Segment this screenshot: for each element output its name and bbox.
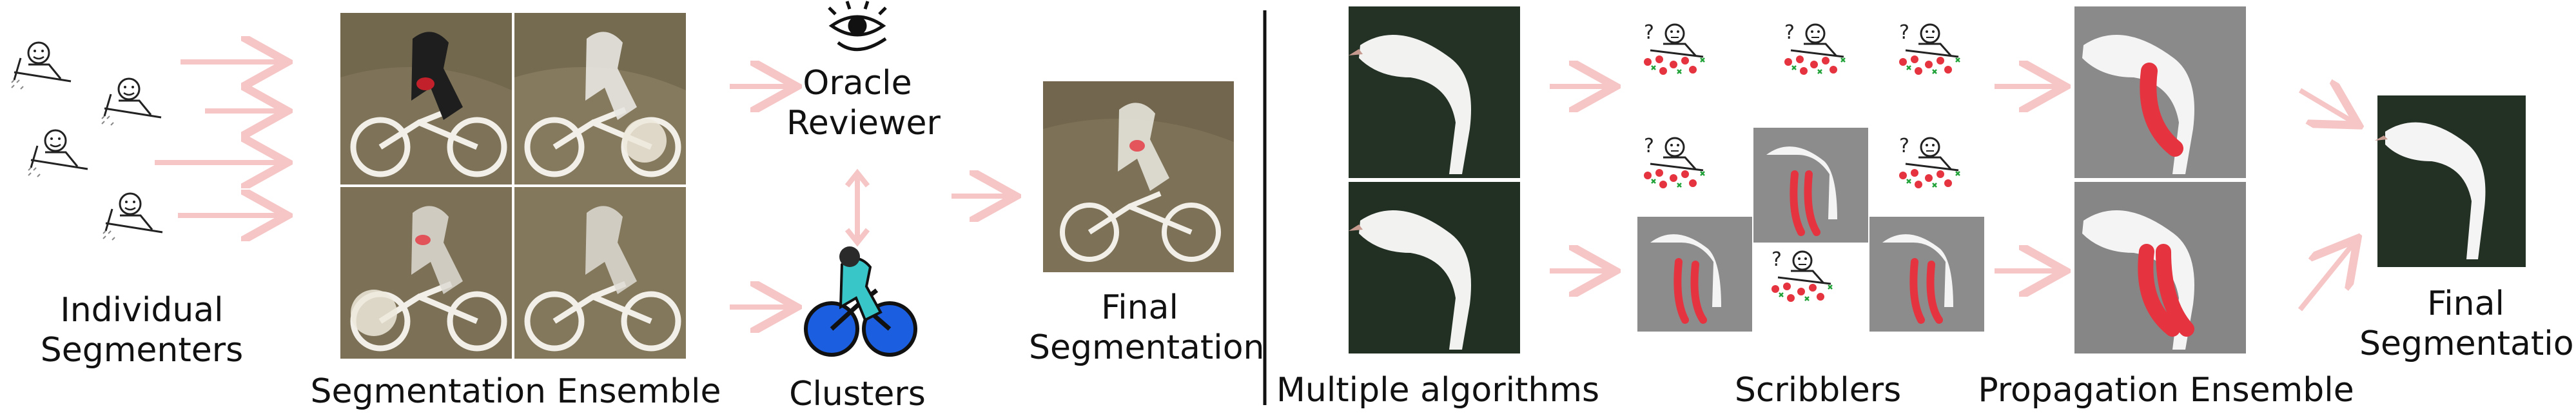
individual-segmenters-label: Individual Segmenters — [26, 290, 258, 370]
final-segmentation-right-label: Final Segmentation — [2359, 284, 2576, 364]
multiple-algorithms-images — [1349, 6, 1520, 353]
scribbler-icon — [1898, 134, 1961, 190]
segmentation-ensemble-images — [340, 13, 686, 359]
ensemble-arrows — [730, 86, 1011, 307]
final-left-line2: Segmentation — [1029, 328, 1265, 367]
final-right-line2: Segmentation — [2359, 324, 2576, 363]
propagation-ensemble-images — [2074, 6, 2246, 353]
final-segmentation-image-left — [1043, 81, 1234, 272]
scribbler-icon — [1770, 247, 1833, 303]
scribbler-icon — [1643, 20, 1706, 76]
segmentation-ensemble-label: Segmentation Ensemble — [310, 372, 721, 411]
person-drawing-icon — [101, 77, 162, 126]
clusters-label: Clusters — [789, 375, 926, 413]
algorithm-arrows — [1550, 86, 2354, 312]
final-segmentation-left-label: Final Segmentation — [1029, 288, 1265, 368]
final-left-line1: Final — [1101, 288, 1178, 327]
segmenter-arrows — [155, 62, 282, 215]
propagation-ensemble-label: Propagation Ensemble — [1978, 371, 2354, 410]
cyclist-icon — [804, 246, 917, 357]
oracle-cluster-arrow — [844, 168, 870, 247]
person-drawing-icon — [27, 129, 89, 178]
individual-segmenters-line2: Segmenters — [40, 331, 244, 370]
final-segmentation-image-right — [2375, 95, 2526, 267]
individual-segmenters-line1: Individual — [60, 291, 224, 330]
scribblers-label: Scribblers — [1734, 371, 1902, 410]
oracle-line1: Oracle — [803, 64, 912, 103]
oracle-reviewer-label: Oracle Reviewer — [786, 63, 941, 143]
eye-icon — [828, 1, 887, 52]
scribbler-icon — [1783, 20, 1846, 76]
oracle-line2: Reviewer — [786, 104, 941, 143]
final-right-line1: Final — [2427, 284, 2504, 323]
scribblers-grid — [1637, 20, 1984, 332]
multiple-algorithms-label: Multiple algorithms — [1276, 371, 1600, 410]
person-drawing-icon — [102, 192, 164, 241]
scribbler-icon — [1643, 134, 1706, 190]
person-drawing-icon — [10, 41, 72, 90]
scribbler-icon — [1898, 20, 1961, 76]
